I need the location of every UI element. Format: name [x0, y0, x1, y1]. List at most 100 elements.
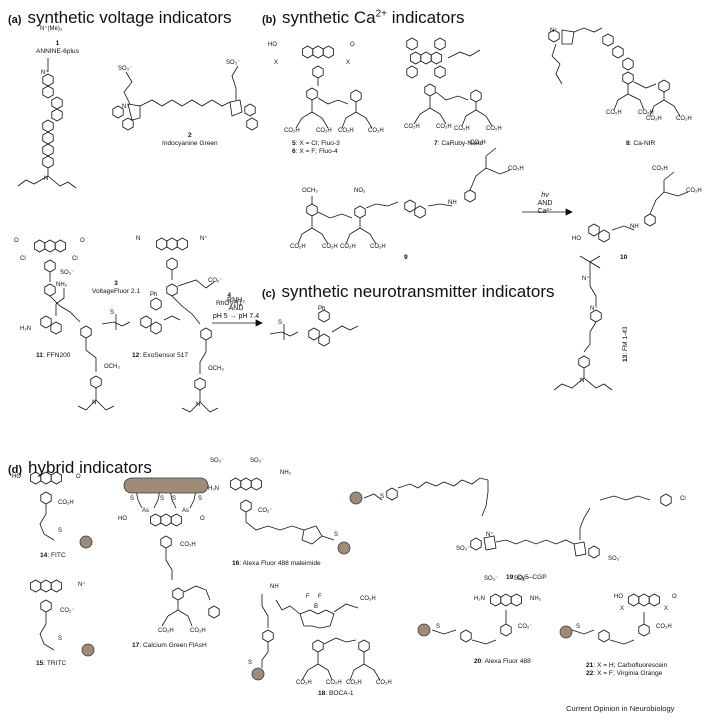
compound-11-label: 11: FFN200	[36, 352, 71, 359]
atom-och3-4: OCH₃	[208, 366, 224, 372]
atom-och3-9: OCH₃	[302, 188, 318, 194]
atom-ho-17: HO	[118, 516, 127, 522]
structure-21-22	[571, 594, 660, 645]
atom-so3-2b: SO₃⁻	[226, 60, 241, 66]
atom-s-12p: S	[278, 320, 283, 326]
atom-ph-12p: Ph	[318, 306, 326, 312]
structure-13	[553, 255, 613, 391]
atom-co2h-10a: CO₂H	[652, 166, 668, 172]
compound-5-label: 5: X = Cl; Fluo-3	[292, 140, 340, 147]
structure-9	[297, 147, 511, 245]
tag-15	[81, 643, 95, 657]
compound-17-label: 17: Calcium Green FlAsH	[132, 642, 207, 649]
structure-20	[431, 594, 522, 645]
atom-co2h-17c: CO₂H	[190, 628, 206, 634]
compound-10-label: 10	[620, 254, 628, 261]
compound-20-label: 20: Alexa Fluor 488	[474, 658, 531, 665]
atom-no2-9: NO₂	[354, 188, 366, 194]
atom-nh-10: NH	[630, 224, 639, 230]
compound-22-label: 22: X = F; Virginia Orange	[586, 670, 663, 677]
atom-co2-20: CO₂⁻	[518, 624, 533, 630]
structure-5-6	[295, 46, 373, 129]
atom-s-21: S	[576, 624, 581, 630]
atom-co2h-18b: CO₂H	[296, 680, 312, 686]
section-b-heading: (b)synthetic Ca2+ indicators	[262, 8, 465, 27]
structure-11	[40, 288, 65, 335]
atom-co2h-8b: CO₂H	[638, 110, 654, 116]
atom-o-14: O	[76, 474, 81, 480]
atom-so3-19b: SO₃⁻	[608, 556, 623, 562]
compound-9-label: 9	[404, 254, 408, 261]
compound-12-label: 12: ExoSensor 517	[132, 352, 189, 359]
atom-co2h-8a: CO₂H	[606, 110, 622, 116]
atom-nme3-1: N⁺(Me)₃	[40, 26, 63, 32]
tag-16	[337, 541, 351, 555]
atom-so3-2a: SO₃⁻	[118, 66, 133, 72]
atom-cl-3a: Cl	[20, 256, 26, 262]
atom-so3-20b: SO₃⁻	[514, 576, 529, 582]
atom-co2h-18a: CO₂H	[360, 596, 376, 602]
atom-cl-19: Cl	[680, 496, 686, 502]
reaction-arrow-exosensor	[212, 319, 263, 327]
atom-co2h-7c: CO₂H	[454, 126, 470, 132]
atom-co2h-21: CO₂H	[656, 624, 672, 630]
atom-x-21a: X	[620, 606, 625, 612]
compound-14-label: 14: FITC	[40, 552, 66, 559]
tag-18	[251, 667, 265, 681]
atom-nplus-8: N⁺	[550, 28, 558, 34]
tag-17-protein	[123, 477, 209, 494]
atom-nplus-15: N⁺	[78, 582, 86, 588]
atom-nh2-11a: NH₂	[56, 282, 67, 288]
atom-s-15: S	[58, 636, 63, 642]
atom-co2h-9f: CO₂H	[508, 166, 524, 172]
compound-21-label: 21: X = H; Carbofluorescein	[586, 662, 668, 669]
atom-n-4b: N	[196, 402, 201, 408]
atom-s-14: S	[58, 528, 63, 534]
atom-s-17d: S	[198, 496, 203, 502]
atom-b-18: B	[314, 604, 319, 610]
atom-co2h-7d: CO₂H	[486, 126, 502, 132]
atom-co2h-5c: CO₂H	[338, 128, 354, 134]
compound-16-label: 16: Alexa Fluor 488 maleimide	[232, 560, 321, 567]
atom-nh-9: NH	[448, 200, 457, 206]
atom-n-3: N	[92, 400, 97, 406]
compound-13-label: 13: FM 1-43	[622, 326, 629, 362]
atom-so3-16a: SO₃⁻	[210, 458, 225, 464]
atom-co2h-9d: CO₂H	[370, 244, 386, 250]
structure-18	[261, 594, 381, 681]
atom-co2h-18d: CO₂H	[346, 680, 362, 686]
atom-ph-12: Ph	[150, 292, 158, 298]
atom-co2h-5a: CO₂H	[284, 128, 300, 134]
atom-so3-19a: SO₃⁻	[456, 546, 471, 552]
journal-credit: Current Opinion in Neurobiology	[566, 704, 675, 713]
atom-n-13: N	[580, 378, 585, 384]
atom-nplus-1: N⁺	[41, 70, 49, 76]
atom-as-17a: As	[142, 508, 150, 514]
atom-ho-21: HO	[614, 594, 623, 600]
atom-x-5a: X	[274, 60, 279, 66]
atom-co2h-8c: CO₂H	[646, 116, 662, 122]
atom-h2n-20: H₂N	[474, 596, 485, 602]
structure-3	[34, 240, 115, 411]
structure-2	[112, 65, 258, 131]
atom-s-17b: S	[160, 496, 165, 502]
atom-o-17: O	[200, 516, 205, 522]
compound-8-label: 8: Ca-NIR	[626, 140, 656, 147]
atom-nplus-4: N⁺	[200, 236, 208, 242]
structure-12-adduct	[269, 309, 359, 347]
atom-nplus-13a: N⁺	[582, 276, 590, 282]
atom-o-21: O	[672, 594, 677, 600]
atom-co2-15: CO₂⁻	[60, 608, 75, 614]
atom-n-4a: N	[136, 236, 141, 242]
atom-s-20: S	[436, 624, 441, 630]
atom-co2h-14: CO₂H	[58, 500, 74, 506]
atom-x-21b: X	[664, 606, 669, 612]
compound-19-label: 19: Cy5–CGP	[506, 574, 547, 581]
compound-18-label: 18: BOCA-1	[318, 690, 354, 697]
atom-ho-10: HO	[572, 236, 581, 242]
structure-4	[156, 238, 219, 413]
